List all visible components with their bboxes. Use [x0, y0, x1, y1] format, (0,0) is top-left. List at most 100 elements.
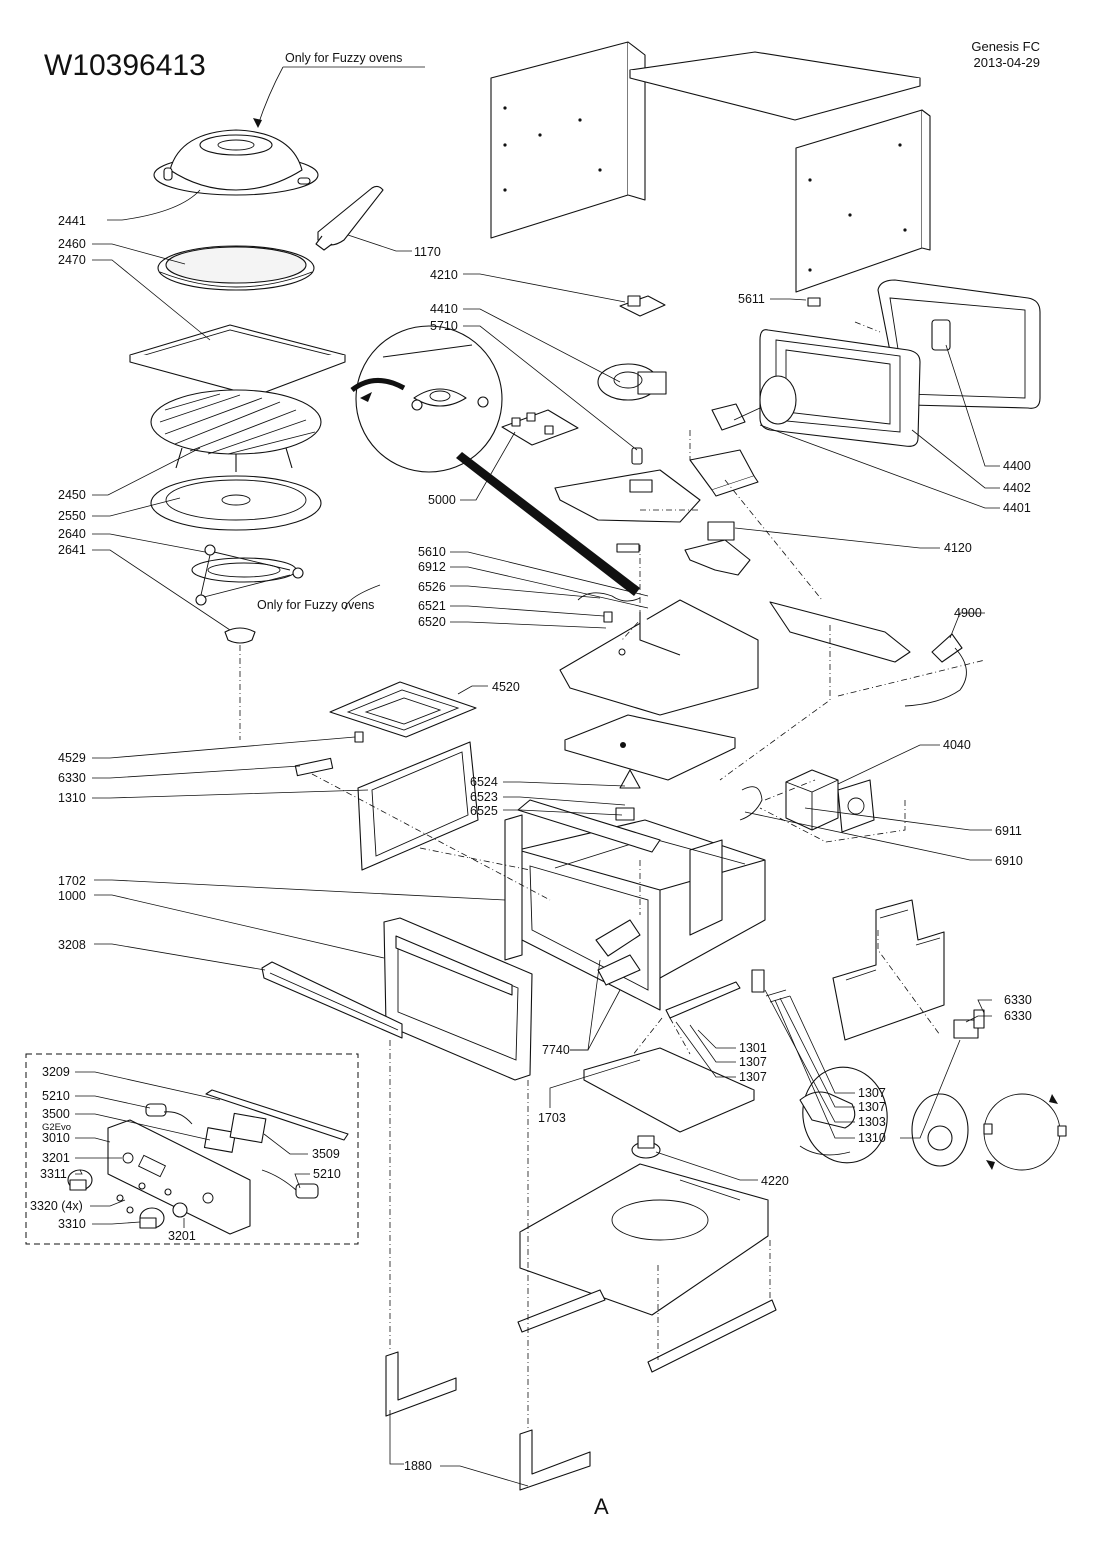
control-panel-3010: [107, 1119, 251, 1235]
arrow-icon: [253, 118, 262, 128]
label-1310-right: 1310: [858, 1131, 886, 1145]
label-6330-right-a: 6330: [1004, 993, 1032, 1007]
label-5210-a: 5210: [42, 1089, 70, 1103]
label-1702: 1702: [58, 874, 86, 888]
label-4400: 4400: [1003, 459, 1031, 473]
crisp-plate: [157, 245, 315, 291]
pcb-board-4210: [619, 295, 666, 317]
label-2641: 2641: [58, 543, 86, 557]
side-cover-panel: [795, 109, 931, 293]
label-6521: 6521: [418, 599, 446, 613]
label-5710: 5710: [430, 319, 458, 333]
label-3010: 3010: [42, 1131, 70, 1145]
label-5610: 5610: [418, 545, 446, 559]
label-4040: 4040: [943, 738, 971, 752]
side-shield-panel: [832, 899, 945, 1041]
rotation-diagram: [983, 1093, 1067, 1171]
glass-turntable: [150, 475, 322, 531]
label-3310: 3310: [58, 1217, 86, 1231]
label-view-a: A: [594, 1494, 609, 1519]
label-1307-c: 1307: [858, 1086, 886, 1100]
transformer-4040: [785, 769, 875, 833]
label-1301: 1301: [739, 1041, 767, 1055]
mains-bracket: [554, 469, 701, 523]
leader-lines: [75, 189, 1000, 1487]
rectangular-tray: [129, 324, 346, 397]
thermostat-5710: [631, 447, 643, 465]
label-6523: 6523: [470, 790, 498, 804]
stirrer-bracket-6524: [615, 769, 641, 821]
knob-3311: [67, 1169, 93, 1191]
fuse-holder-4120: [684, 521, 751, 576]
label-3320: 3320 (4x): [30, 1199, 83, 1213]
label-4401: 4401: [1003, 501, 1031, 515]
base-rail-right: [647, 1299, 777, 1373]
door-hinge-1301: [665, 969, 791, 1019]
label-3311: 3311: [40, 1167, 67, 1181]
label-7740: 7740: [542, 1043, 570, 1057]
label-4120: 4120: [944, 541, 972, 555]
connector-6330: [953, 1009, 985, 1039]
label-1307-b: 1307: [739, 1070, 767, 1084]
label-4402: 4402: [1003, 481, 1031, 495]
fuzzy-note-top: Only for Fuzzy ovens: [285, 51, 402, 65]
turntable-coupler: [224, 627, 256, 644]
base-plate: [519, 1163, 769, 1316]
door-switch-cluster: [739, 786, 763, 821]
crisp-plate-handle: [315, 185, 384, 251]
top-cover-panel: [629, 51, 921, 121]
label-2460: 2460: [58, 237, 86, 251]
label-2450: 2450: [58, 488, 86, 502]
door-handle-7740: [595, 919, 641, 986]
label-3201-b: 3201: [168, 1229, 196, 1243]
bottom-plate-1703: [583, 1047, 755, 1133]
mounting-foot-1880: [519, 1429, 591, 1491]
label-1000: 1000: [58, 889, 86, 903]
label-3209: 3209: [42, 1065, 70, 1079]
knob-3310: [139, 1207, 165, 1229]
label-3500-variant: G2Evo: [42, 1122, 71, 1133]
front-frame-1702: [504, 814, 523, 961]
label-6910: 6910: [995, 854, 1023, 868]
stirrer-cover: [564, 714, 736, 781]
label-4529: 4529: [58, 751, 86, 765]
magnifier-detail: [350, 325, 640, 596]
label-5210-b: 5210: [313, 1167, 341, 1181]
document-number: W10396413: [44, 49, 206, 82]
mounting-foot-left: [385, 1351, 457, 1417]
cavity-top-plate: [559, 599, 759, 716]
door-1000: [383, 917, 533, 1081]
label-1703: 1703: [538, 1111, 566, 1125]
label-3509: 3509: [312, 1147, 340, 1161]
label-2441: 2441: [58, 214, 86, 228]
label-6520: 6520: [418, 615, 446, 629]
clip-5611: [807, 297, 821, 307]
label-3201-a: 3201: [42, 1151, 70, 1165]
label-6911: 6911: [995, 824, 1022, 838]
stirrer-install-hand-detail: [799, 1066, 888, 1164]
motor-assembly-4410: [597, 363, 667, 401]
waveguide-cover-1310: [357, 741, 479, 871]
label-1310-left: 1310: [58, 791, 86, 805]
label-3500: 3500: [42, 1107, 70, 1121]
label-2550: 2550: [58, 509, 86, 523]
cavity-top-rail: [517, 799, 661, 853]
display-3500: [203, 1127, 237, 1153]
product-name: Genesis FC: [971, 39, 1040, 54]
stirrer-motor-4220: [631, 1135, 661, 1159]
label-5000: 5000: [428, 493, 456, 507]
label-1303: 1303: [858, 1115, 886, 1129]
label-2640: 2640: [58, 527, 86, 541]
label-4210: 4210: [430, 268, 458, 282]
fan-gasket-4402: [759, 329, 921, 447]
label-4410: 4410: [430, 302, 458, 316]
label-6526: 6526: [418, 580, 446, 594]
lamp-5210-a: [145, 1103, 193, 1125]
oven-cavity-1000: [517, 819, 766, 1011]
air-channel-cover: [689, 449, 759, 497]
fan-ring-4401: [711, 375, 797, 431]
label-4900: 4900: [954, 606, 982, 620]
label-6330-left: 6330: [58, 771, 86, 785]
power-cord-4900: [904, 633, 967, 707]
